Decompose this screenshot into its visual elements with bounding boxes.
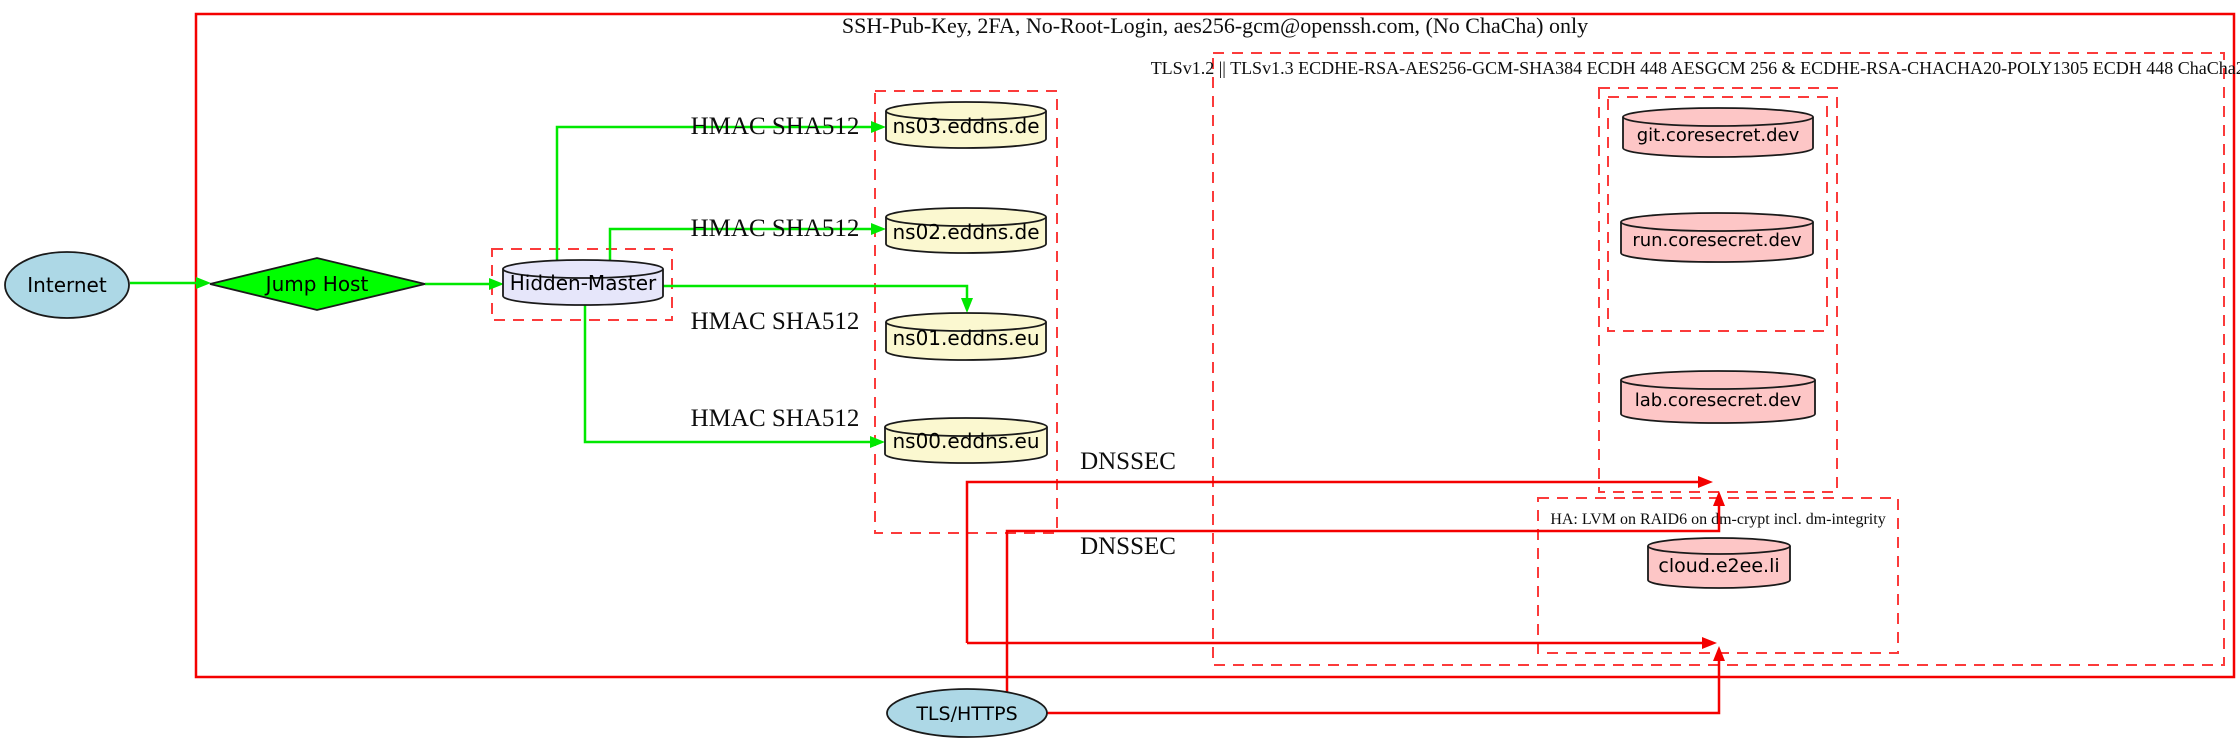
arrowhead-up (1713, 491, 1725, 506)
cylinder-lid (1620, 379, 1816, 390)
node-ns01: ns01.eddns.eu (885, 312, 1047, 361)
edge-label-hmac-ns01: HMAC SHA512 (691, 308, 860, 335)
arrowhead-right (871, 121, 886, 133)
node-jump-host-label: Jump Host (264, 272, 369, 296)
node-internet-label: Internet (27, 273, 107, 297)
edge-hiddenmaster-to-ns00 (583, 305, 885, 448)
edge-internet-to-jumphost (130, 277, 211, 289)
node-internet: Internet (4, 251, 130, 319)
cylinder-lid (885, 216, 1047, 227)
node-git: git.coresecret.dev (1622, 107, 1814, 158)
node-jump-host: Jump Host (209, 257, 426, 311)
node-tls-https: TLS/HTTPS (886, 688, 1048, 738)
node-cloud: cloud.e2ee.li (1647, 537, 1791, 589)
arrowhead-down (961, 298, 973, 313)
edge-hiddenmaster-to-ns03 (555, 121, 886, 261)
node-git-label: git.coresecret.dev (1637, 125, 1800, 146)
node-ns02-label: ns02.eddns.de (892, 220, 1039, 244)
edge-jumphost-to-hiddenmaster (425, 278, 504, 290)
ssh-cluster-box (194, 12, 2236, 679)
node-cloud-label: cloud.e2ee.li (1658, 555, 1779, 577)
ssh-cluster-label: SSH-Pub-Key, 2FA, No-Root-Login, aes256-… (842, 13, 1588, 38)
arrowhead-up (1713, 646, 1725, 661)
node-ns00-label: ns00.eddns.eu (892, 429, 1039, 453)
node-hidden-master-label: Hidden-Master (510, 271, 657, 295)
edge-hiddenmaster-to-ns01 (663, 284, 973, 313)
cylinder-lid (885, 110, 1047, 121)
cylinder-lid (502, 268, 664, 279)
edge-label-dnssec-upper: DNSSEC (1080, 448, 1176, 475)
edge-label-hmac-ns02: HMAC SHA512 (691, 215, 860, 242)
arrowhead-right (489, 278, 504, 290)
edge-label-dnssec-lower: DNSSEC (1080, 533, 1176, 560)
node-lab-label: lab.coresecret.dev (1635, 390, 1802, 411)
cylinder-lid (1647, 545, 1791, 555)
node-run: run.coresecret.dev (1620, 212, 1814, 263)
node-run-label: run.coresecret.dev (1632, 230, 1802, 251)
edge-dnssec-to-ha-lower (967, 637, 1717, 649)
node-ns02: ns02.eddns.de (885, 207, 1047, 254)
cylinder-lid (884, 426, 1048, 437)
edge-tlshttps-to-services (1005, 491, 1725, 692)
edge-dnssec-to-services-upper (965, 476, 1713, 643)
dns-cluster-box (874, 90, 1058, 534)
arrowhead-right (1698, 476, 1713, 488)
edge-label-hmac-ns00: HMAC SHA512 (691, 405, 860, 432)
cylinder-lid (1622, 116, 1814, 127)
node-ns01-label: ns01.eddns.eu (892, 326, 1039, 350)
arrowhead-right (871, 223, 886, 235)
node-ns03: ns03.eddns.de (885, 101, 1047, 149)
arrowhead-right (870, 436, 885, 448)
cylinder-lid (1620, 221, 1814, 232)
node-ns03-label: ns03.eddns.de (892, 114, 1039, 138)
node-tls-https-label: TLS/HTTPS (915, 703, 1017, 725)
edge-hiddenmaster-to-ns02 (608, 223, 886, 261)
node-hidden-master: Hidden-Master (502, 259, 664, 306)
node-ns00: ns00.eddns.eu (884, 417, 1048, 464)
arrowhead-right (1702, 637, 1717, 649)
dev-cluster-box (1607, 96, 1828, 332)
cylinder-lid (885, 321, 1047, 332)
tls-cluster-label: TLSv1.2 || TLSv1.3 ECDHE-RSA-AES256-GCM-… (1151, 58, 2240, 78)
edge-label-hmac-ns03: HMAC SHA512 (691, 113, 860, 140)
edge-tlshttps-to-ha (1047, 646, 1725, 715)
services-cluster-box (1598, 87, 1838, 493)
arrowhead-right (196, 277, 211, 289)
node-lab: lab.coresecret.dev (1620, 370, 1816, 424)
